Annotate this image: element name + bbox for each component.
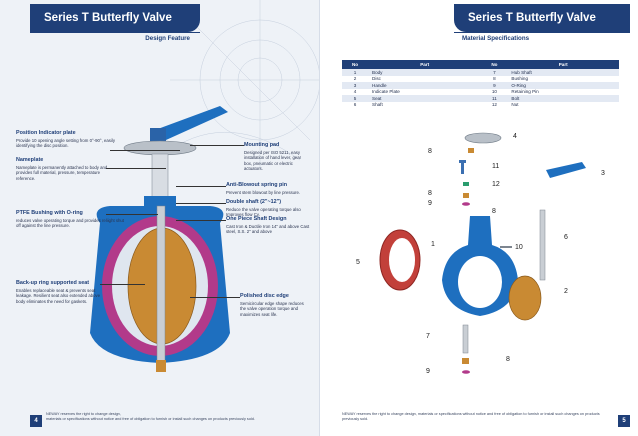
callout-label: 4	[513, 133, 517, 140]
footer-disclaimer: NEWAY reserves the right to change desig…	[46, 412, 255, 421]
valve-cutaway-illustration	[90, 106, 230, 372]
leader-line	[106, 168, 166, 169]
leader-line	[190, 297, 240, 298]
feature-backup-ring-seat: Back-up ring supported seat Enables repl…	[16, 280, 101, 304]
header-part: Part	[507, 60, 619, 69]
feature-polished-disc-edge: Polished disc edge Semicircular edge sha…	[240, 293, 304, 317]
feature-nameplate: Nameplate Nameplate is permanently attac…	[16, 157, 108, 181]
callout-label: 6	[564, 234, 568, 241]
leader-line	[110, 150, 180, 151]
feature-ptfe-bushing: PTFE Bushing with O-ring reduces valve o…	[16, 210, 124, 229]
callout-label: 5	[356, 259, 360, 266]
callout-label: 11	[492, 163, 500, 170]
callout-label: 8	[492, 208, 496, 215]
callout-label: 3	[601, 170, 605, 177]
page-title: Series T Butterfly Valve	[454, 4, 630, 32]
leader-line	[100, 284, 145, 285]
left-page: Series T Butterfly Valve Design Feature …	[0, 0, 319, 436]
callout-label: 7	[426, 333, 430, 340]
page-subtitle: Material Specifications	[454, 32, 630, 42]
callout-label: 9	[426, 368, 430, 375]
page-subtitle: Design Feature	[30, 32, 200, 42]
header-no: No	[342, 60, 368, 69]
page-title: Series T Butterfly Valve	[30, 4, 200, 32]
footer-disclaimer: NEWAY reserves the right to change desig…	[342, 412, 600, 421]
header-part: Part	[368, 60, 482, 69]
header-no: No	[481, 60, 508, 69]
page-number: 4	[30, 415, 42, 427]
leader-line	[106, 214, 158, 215]
callout-label: 2	[564, 288, 568, 295]
exploded-view-illustration	[379, 132, 586, 374]
feature-one-piece-shaft: One Piece Shaft Design Cast Iron & Ducti…	[226, 216, 310, 235]
feature-double-shaft: Double shaft (2"~12") Reduce the valve o…	[226, 199, 301, 218]
callout-label: 10	[515, 244, 523, 251]
right-page: Series T Butterfly Valve Material Specif…	[319, 0, 638, 436]
feature-anti-blowout-pin: Anti-Blowout spring pin Prevent stem blo…	[226, 182, 301, 195]
leader-line	[176, 186, 226, 187]
callout-label: 1	[431, 241, 435, 248]
table-header-row: No Part No Part	[342, 60, 619, 69]
background-drawing	[169, 0, 319, 170]
feature-mounting-pad: Mounting pad Designed per ISO 5211, easy…	[244, 142, 302, 171]
leader-line	[176, 220, 226, 221]
callout-label: 8	[428, 190, 432, 197]
leader-line	[176, 203, 226, 204]
leader-line	[190, 145, 244, 146]
callout-label: 8	[506, 356, 510, 363]
feature-position-indicator-plate: Position Indicator plate Provide 10 open…	[16, 130, 115, 149]
callout-label: 8	[428, 148, 432, 155]
callout-label: 12	[492, 181, 500, 188]
page-number: 5	[618, 415, 630, 427]
callout-label: 9	[428, 200, 432, 207]
